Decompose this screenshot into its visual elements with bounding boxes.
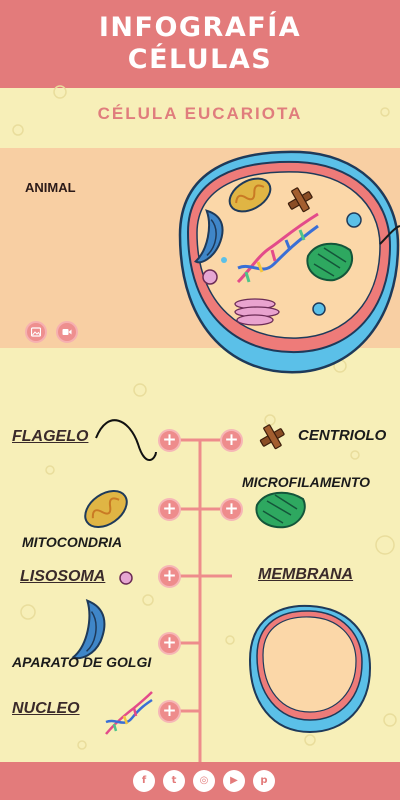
hero-cell-illustration (178, 150, 400, 374)
plus-button-centriolo[interactable]: + (220, 429, 243, 452)
membrane-illustration (248, 604, 372, 734)
video-button[interactable] (56, 321, 78, 343)
plus-button-flagelo[interactable]: + (158, 429, 181, 452)
label-mitocondria: MITOCONDRIA (22, 534, 123, 550)
hero-golgi-pink (234, 298, 280, 326)
lysosome-illustration (119, 571, 133, 585)
facebook-icon[interactable]: f (133, 770, 155, 792)
label-lisosoma: LISOSOMA (20, 568, 106, 585)
image-icon (31, 327, 41, 337)
label-flagelo: FLAGELO (12, 428, 89, 445)
centriole-illustration (259, 424, 285, 450)
label-microfilamento: MICROFILAMENTO (242, 474, 371, 490)
label-centriolo: CENTRIOLO (298, 427, 387, 444)
image-button[interactable] (25, 321, 47, 343)
hero-lysosome (202, 269, 218, 285)
instagram-icon[interactable]: ◎ (193, 770, 215, 792)
plus-button-mitocondria[interactable]: + (158, 498, 181, 521)
plus-button-golgi[interactable]: + (158, 632, 181, 655)
twitter-icon[interactable]: t (163, 770, 185, 792)
flagellum-illustration (95, 419, 157, 461)
plus-button-lisosoma[interactable]: + (158, 565, 181, 588)
plus-button-nucleo[interactable]: + (158, 700, 181, 723)
mitochondria-illustration (84, 489, 128, 529)
video-icon (62, 329, 72, 335)
header-banner: INFOGRAFÍA CÉLULAS (0, 0, 400, 88)
plus-button-microfilamento[interactable]: + (220, 498, 243, 521)
golgi-illustration (71, 599, 106, 659)
footer-bar: f t ◎ ▶ p (0, 762, 400, 800)
youtube-icon[interactable]: ▶ (223, 770, 245, 792)
page-title-line2: CÉLULAS (127, 44, 273, 75)
label-membrana: MEMBRANA (258, 566, 354, 583)
hero-dna (236, 212, 319, 284)
label-aparato-de-golgi: APARATO DE GOLGI (12, 654, 152, 670)
section-subtitle: CÉLULA EUCARIOTA (97, 104, 303, 123)
background-bubbles (12, 85, 397, 750)
hero-er (306, 242, 353, 282)
hero-centriole (287, 187, 313, 213)
page-title-line1: INFOGRAFÍA (98, 12, 302, 43)
nucleus-dna-illustration (105, 691, 153, 735)
animal-label: ANIMAL (25, 180, 76, 195)
pinterest-icon[interactable]: p (253, 770, 275, 792)
label-nucleo: NUCLEO (12, 700, 80, 717)
hero-mitochondria (228, 177, 272, 213)
hero-golgi (193, 209, 224, 264)
microfilament-illustration (255, 491, 306, 529)
